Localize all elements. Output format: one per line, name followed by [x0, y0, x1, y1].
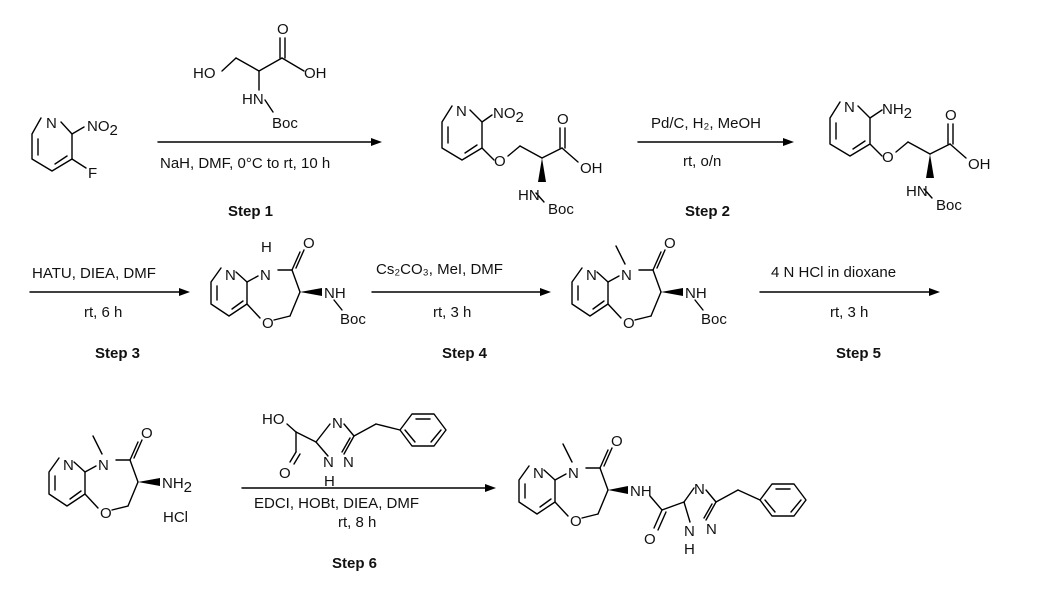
- atom-n-triazole-3: N: [323, 454, 334, 471]
- arrow-step-2: Pd/C, H₂, MeOH rt, o/n Step 2: [637, 115, 794, 220]
- compound-7-final-product: N N O O NH O N N N H: [518, 433, 807, 558]
- atom-n-lactam: N: [621, 267, 632, 284]
- step-4-label: Step 4: [442, 345, 488, 362]
- atom-hcl: HCl: [163, 509, 188, 526]
- atom-o-amide: O: [644, 531, 656, 548]
- step-6-label: Step 6: [332, 555, 377, 572]
- step-3-reagents: HATU, DIEA, DMF: [32, 265, 156, 282]
- atom-ho: HO: [262, 411, 285, 428]
- compound-3-amino-intermediate: N NH2 O O OH HN Boc: [829, 99, 991, 214]
- atom-no2: NO2: [493, 105, 524, 126]
- arrow-step-6: EDCI, HOBt, DIEA, DMF rt, 8 h Step 6: [241, 484, 496, 572]
- compound-6-amine-hcl: N N O O NH2 HCl: [48, 425, 192, 526]
- atom-n-triazole-2: N: [343, 454, 354, 471]
- atom-o-carbonyl: O: [945, 107, 957, 124]
- atom-o-carbonyl: O: [279, 465, 291, 482]
- step-3-label: Step 3: [95, 345, 140, 362]
- atom-n-ring: N: [63, 457, 74, 474]
- atom-o-carbonyl: O: [141, 425, 153, 442]
- atom-o-ether: O: [570, 513, 582, 530]
- atom-ho: HO: [193, 65, 216, 82]
- atom-boc: Boc: [272, 115, 298, 132]
- atom-o-carbonyl: O: [277, 21, 289, 38]
- compound-4-lactam: N N H O O NH Boc: [210, 235, 366, 332]
- step-4-reagents: Cs₂CO₃, MeI, DMF: [376, 261, 503, 278]
- step-4-conditions: rt, 3 h: [433, 304, 471, 321]
- step-1-conditions: NaH, DMF, 0°C to rt, 10 h: [160, 155, 330, 172]
- arrow-step-4: Cs₂CO₃, MeI, DMF rt, 3 h Step 4: [371, 261, 551, 362]
- atom-nh2: NH2: [162, 475, 192, 496]
- atom-no2: NO2: [87, 118, 118, 139]
- atom-n-lactam: N: [260, 267, 271, 284]
- atom-boc: Boc: [701, 311, 727, 328]
- arrow-step-5: 4 N HCl in dioxane rt, 3 h Step 5: [759, 264, 940, 362]
- atom-boc: Boc: [340, 311, 366, 328]
- atom-nh: NH: [324, 285, 346, 302]
- compound-5-methyl-lactam: N N O O NH Boc: [571, 235, 727, 332]
- atom-o-carbonyl: O: [664, 235, 676, 252]
- atom-nh2: NH2: [882, 101, 912, 122]
- atom-n-ring: N: [533, 465, 544, 482]
- atom-o-ether: O: [100, 505, 112, 522]
- step-3-conditions: rt, 6 h: [84, 304, 122, 321]
- atom-n-triazole-1: N: [694, 481, 705, 498]
- atom-oh: OH: [304, 65, 327, 82]
- step-6-reagents: EDCI, HOBt, DIEA, DMF: [254, 495, 419, 512]
- compound-1-fluoronitropyridine: N NO2 F: [31, 115, 118, 182]
- compound-2-nitro-intermediate: N NO2 O O OH HN Boc: [441, 103, 603, 218]
- arrow-step-3: HATU, DIEA, DMF rt, 6 h Step 3: [29, 265, 190, 362]
- atom-f: F: [88, 165, 97, 182]
- atom-n-ring: N: [46, 115, 57, 132]
- atom-h-triazole: H: [324, 473, 335, 490]
- step-6-conditions: rt, 8 h: [338, 514, 376, 531]
- atom-n-ring: N: [225, 267, 236, 284]
- atom-nh: NH: [685, 285, 707, 302]
- atom-n-lactam: N: [98, 457, 109, 474]
- atom-o-carbonyl: O: [303, 235, 315, 252]
- atom-hn: HN: [242, 91, 264, 108]
- reagent-triazole-acid: HO O N N N H: [262, 411, 447, 490]
- atom-n-triazole-1: N: [332, 415, 343, 432]
- atom-h-triazole: H: [684, 541, 695, 558]
- atom-oh: OH: [968, 156, 991, 173]
- step-5-label: Step 5: [836, 345, 881, 362]
- step-1-label: Step 1: [228, 203, 273, 220]
- atom-o-ether: O: [262, 315, 274, 332]
- atom-boc: Boc: [936, 197, 962, 214]
- atom-h-lactam: H: [261, 239, 272, 256]
- atom-n-triazole-3: N: [684, 523, 695, 540]
- step-2-label: Step 2: [685, 203, 730, 220]
- step-2-reagents: Pd/C, H₂, MeOH: [651, 115, 761, 132]
- atom-oh: OH: [580, 160, 603, 177]
- atom-hn: HN: [518, 187, 540, 204]
- atom-n-ring: N: [844, 99, 855, 116]
- atom-boc: Boc: [548, 201, 574, 218]
- atom-o-ether: O: [882, 149, 894, 166]
- arrow-step-1: NaH, DMF, 0°C to rt, 10 h Step 1: [157, 138, 382, 220]
- step-2-conditions: rt, o/n: [683, 153, 721, 170]
- atom-n-triazole-2: N: [706, 521, 717, 538]
- atom-o-ether: O: [494, 153, 506, 170]
- atom-nh-amide: NH: [630, 483, 652, 500]
- atom-n-lactam: N: [568, 465, 579, 482]
- step-5-conditions: rt, 3 h: [830, 304, 868, 321]
- atom-o-carbonyl: O: [557, 111, 569, 128]
- atom-hn: HN: [906, 183, 928, 200]
- reagent-boc-serine: HO O OH HN Boc: [193, 21, 327, 132]
- atom-n-ring: N: [586, 267, 597, 284]
- atom-o-ether: O: [623, 315, 635, 332]
- step-5-reagents: 4 N HCl in dioxane: [771, 264, 896, 281]
- atom-n-ring: N: [456, 103, 467, 120]
- atom-o-carbonyl: O: [611, 433, 623, 450]
